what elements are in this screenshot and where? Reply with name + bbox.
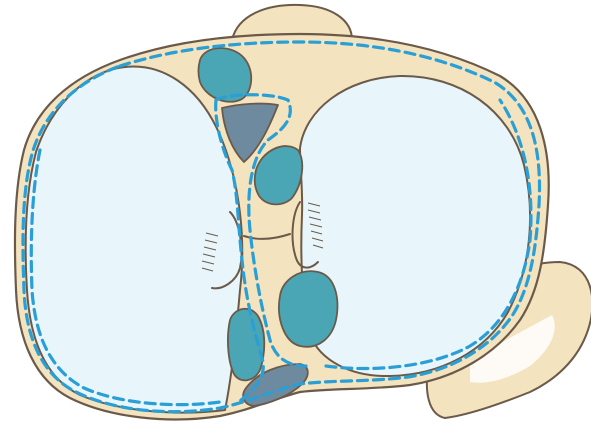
lateral-meniscus-posterior-patch bbox=[279, 271, 337, 347]
medial-condyle bbox=[26, 67, 243, 413]
lateral-condyle bbox=[300, 76, 530, 376]
